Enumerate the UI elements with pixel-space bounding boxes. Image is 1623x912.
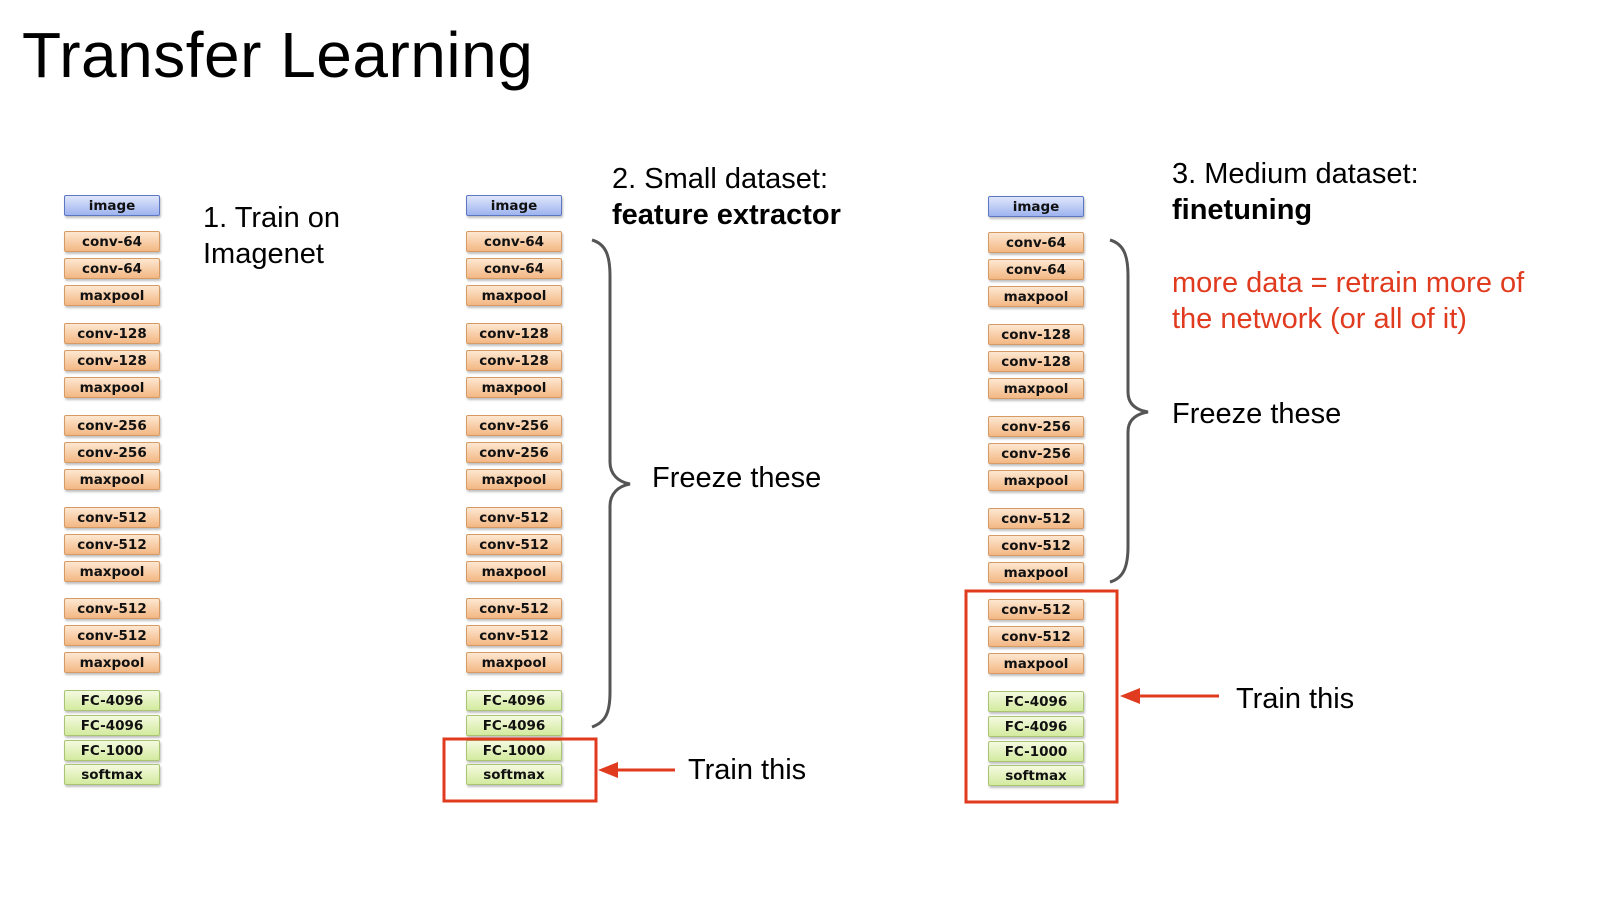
layer-conv-256: conv-256 bbox=[988, 416, 1084, 437]
panel2-freeze-brace bbox=[591, 238, 631, 729]
layer-conv-64: conv-64 bbox=[64, 231, 160, 252]
layer-maxpool: maxpool bbox=[466, 561, 562, 582]
panel2-train-label: Train this bbox=[688, 754, 807, 786]
layer-maxpool: maxpool bbox=[988, 653, 1084, 674]
panel2-train-arrow-head bbox=[598, 762, 618, 778]
layer-maxpool: maxpool bbox=[466, 285, 562, 306]
slide-title: Transfer Learning bbox=[22, 19, 534, 91]
layer-maxpool: maxpool bbox=[466, 469, 562, 490]
layer-conv-256: conv-256 bbox=[466, 415, 562, 436]
panel3-heading-line1: 3. Medium dataset: bbox=[1172, 158, 1419, 190]
layer-conv-512: conv-512 bbox=[466, 534, 562, 555]
panel2-heading-line1: 2. Small dataset: bbox=[612, 163, 828, 195]
layer-maxpool: maxpool bbox=[988, 470, 1084, 491]
layer-conv-512: conv-512 bbox=[466, 507, 562, 528]
panel2-heading-line2: feature extractor bbox=[612, 199, 841, 231]
layer-fc-4096: FC-4096 bbox=[64, 690, 160, 711]
layer-conv-256: conv-256 bbox=[988, 443, 1084, 464]
layer-conv-512: conv-512 bbox=[64, 534, 160, 555]
layer-conv-256: conv-256 bbox=[64, 442, 160, 463]
layer-maxpool: maxpool bbox=[988, 286, 1084, 307]
layer-maxpool: maxpool bbox=[64, 285, 160, 306]
layer-conv-128: conv-128 bbox=[466, 350, 562, 371]
layer-image: image bbox=[64, 195, 160, 216]
layer-conv-64: conv-64 bbox=[64, 258, 160, 279]
layer-conv-512: conv-512 bbox=[988, 599, 1084, 620]
panel3-train-box bbox=[964, 589, 1119, 804]
layer-conv-128: conv-128 bbox=[988, 324, 1084, 345]
layer-conv-512: conv-512 bbox=[988, 508, 1084, 529]
layer-conv-512: conv-512 bbox=[64, 507, 160, 528]
panel3-train-label: Train this bbox=[1236, 683, 1355, 715]
layer-fc-4096: FC-4096 bbox=[988, 691, 1084, 712]
layer-conv-128: conv-128 bbox=[64, 323, 160, 344]
layer-softmax: softmax bbox=[988, 765, 1084, 786]
panel3-train-arrow-head bbox=[1120, 688, 1140, 704]
layer-fc-4096: FC-4096 bbox=[988, 716, 1084, 737]
panel3-note-line2: the network (or all of it) bbox=[1172, 303, 1467, 335]
panel3-freeze-brace bbox=[1109, 238, 1149, 584]
layer-conv-128: conv-128 bbox=[64, 350, 160, 371]
panel3-heading-line2: finetuning bbox=[1172, 194, 1313, 226]
layer-conv-512: conv-512 bbox=[988, 626, 1084, 647]
panel2-heading: 2. Small dataset: feature extractor bbox=[612, 161, 841, 233]
panel3-note: more data = retrain more of the network … bbox=[1172, 265, 1524, 337]
layer-conv-256: conv-256 bbox=[64, 415, 160, 436]
layer-maxpool: maxpool bbox=[466, 377, 562, 398]
layer-conv-512: conv-512 bbox=[466, 598, 562, 619]
panel2-train-box bbox=[442, 737, 598, 803]
layer-fc-4096: FC-4096 bbox=[466, 715, 562, 736]
layer-fc-1000: FC-1000 bbox=[64, 740, 160, 761]
layer-conv-128: conv-128 bbox=[988, 351, 1084, 372]
layer-conv-128: conv-128 bbox=[466, 323, 562, 344]
layer-maxpool: maxpool bbox=[988, 562, 1084, 583]
layer-conv-256: conv-256 bbox=[466, 442, 562, 463]
layer-conv-64: conv-64 bbox=[466, 258, 562, 279]
layer-conv-512: conv-512 bbox=[64, 625, 160, 646]
layer-maxpool: maxpool bbox=[988, 378, 1084, 399]
panel3-freeze-label: Freeze these bbox=[1172, 398, 1342, 430]
layer-conv-512: conv-512 bbox=[64, 598, 160, 619]
layer-fc-4096: FC-4096 bbox=[64, 715, 160, 736]
layer-conv-64: conv-64 bbox=[466, 231, 562, 252]
layer-fc-1000: FC-1000 bbox=[988, 741, 1084, 762]
panel2-freeze-label: Freeze these bbox=[652, 462, 822, 494]
panel1-heading-line2: Imagenet bbox=[203, 238, 324, 270]
layer-conv-512: conv-512 bbox=[988, 535, 1084, 556]
panel3-heading: 3. Medium dataset: finetuning bbox=[1172, 156, 1419, 228]
layer-fc-4096: FC-4096 bbox=[466, 690, 562, 711]
layer-maxpool: maxpool bbox=[466, 652, 562, 673]
panel3-note-line1: more data = retrain more of bbox=[1172, 267, 1525, 299]
layer-softmax: softmax bbox=[466, 764, 562, 785]
layer-softmax: softmax bbox=[64, 764, 160, 785]
layer-maxpool: maxpool bbox=[64, 652, 160, 673]
layer-image: image bbox=[988, 196, 1084, 217]
panel1-heading-line1: 1. Train on bbox=[203, 202, 341, 234]
layer-maxpool: maxpool bbox=[64, 469, 160, 490]
panel1-heading: 1. Train on Imagenet bbox=[203, 200, 340, 272]
layer-conv-64: conv-64 bbox=[988, 232, 1084, 253]
layer-image: image bbox=[466, 195, 562, 216]
layer-maxpool: maxpool bbox=[64, 561, 160, 582]
layer-conv-512: conv-512 bbox=[466, 625, 562, 646]
layer-maxpool: maxpool bbox=[64, 377, 160, 398]
layer-conv-64: conv-64 bbox=[988, 259, 1084, 280]
